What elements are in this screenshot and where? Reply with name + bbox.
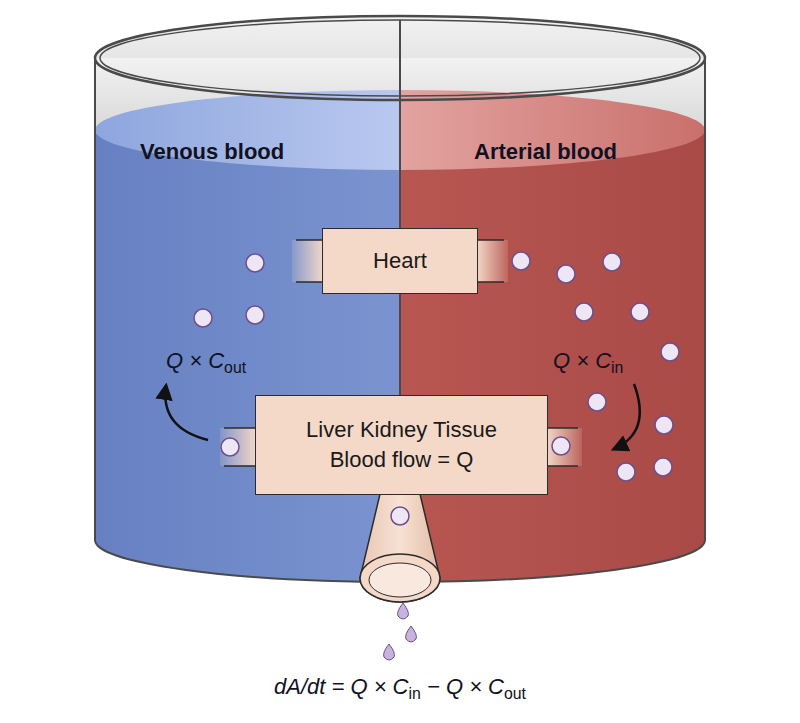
region-label: Venous blood [140,139,284,165]
heart-outlet [476,240,504,282]
drug-drop [406,626,417,642]
flow-label: Q × Cin [553,348,623,374]
drug-molecule [631,303,649,321]
heart-inlet [296,240,324,282]
drug-molecule [617,463,635,481]
drug-drop [384,644,395,660]
drug-molecule [246,306,264,324]
drug-molecule [557,265,575,283]
pipe-opening [360,554,440,602]
drug-molecule [221,438,239,456]
arterial-surface [400,90,705,170]
venous-surface [95,90,400,170]
drug-molecule [575,303,593,321]
heart-outlet [476,240,508,282]
flow-arrow [614,384,640,449]
arterial-blood-volume [400,130,705,582]
node-text: Liver Kidney Tissue [306,415,497,445]
tissue-inlet [546,428,582,466]
venous-blood-volume [95,130,400,582]
tissue-box: Liver Kidney TissueBlood flow = Q [255,395,548,495]
node-text: Heart [373,246,427,276]
drug-molecule [194,309,212,327]
drug-molecule [661,343,679,361]
drug-molecule [246,254,264,272]
tissue-outlet [220,428,257,466]
elimination-pipe [360,494,440,602]
drug-molecule [512,252,530,270]
drug-molecule [655,416,673,434]
flow-label: Q × Cout [166,348,246,374]
drug-drop [398,603,409,619]
pipe-opening [369,563,431,597]
drug-molecule [603,253,621,271]
heart-box: Heart [322,228,478,294]
drug-molecule [391,507,409,525]
flow-arrow [165,386,208,440]
heart-inlet [292,240,324,282]
rate-equation: dA/dt = Q × Cin − Q × Cout [274,674,526,700]
drug-molecule [654,458,672,476]
tissue-inlet [546,428,578,466]
node-text: Blood flow = Q [330,445,474,475]
drug-molecule [588,393,606,411]
drug-molecule [552,437,570,455]
region-label: Arterial blood [474,139,617,165]
tank-wall [94,58,96,540]
tank-wall [704,58,706,540]
